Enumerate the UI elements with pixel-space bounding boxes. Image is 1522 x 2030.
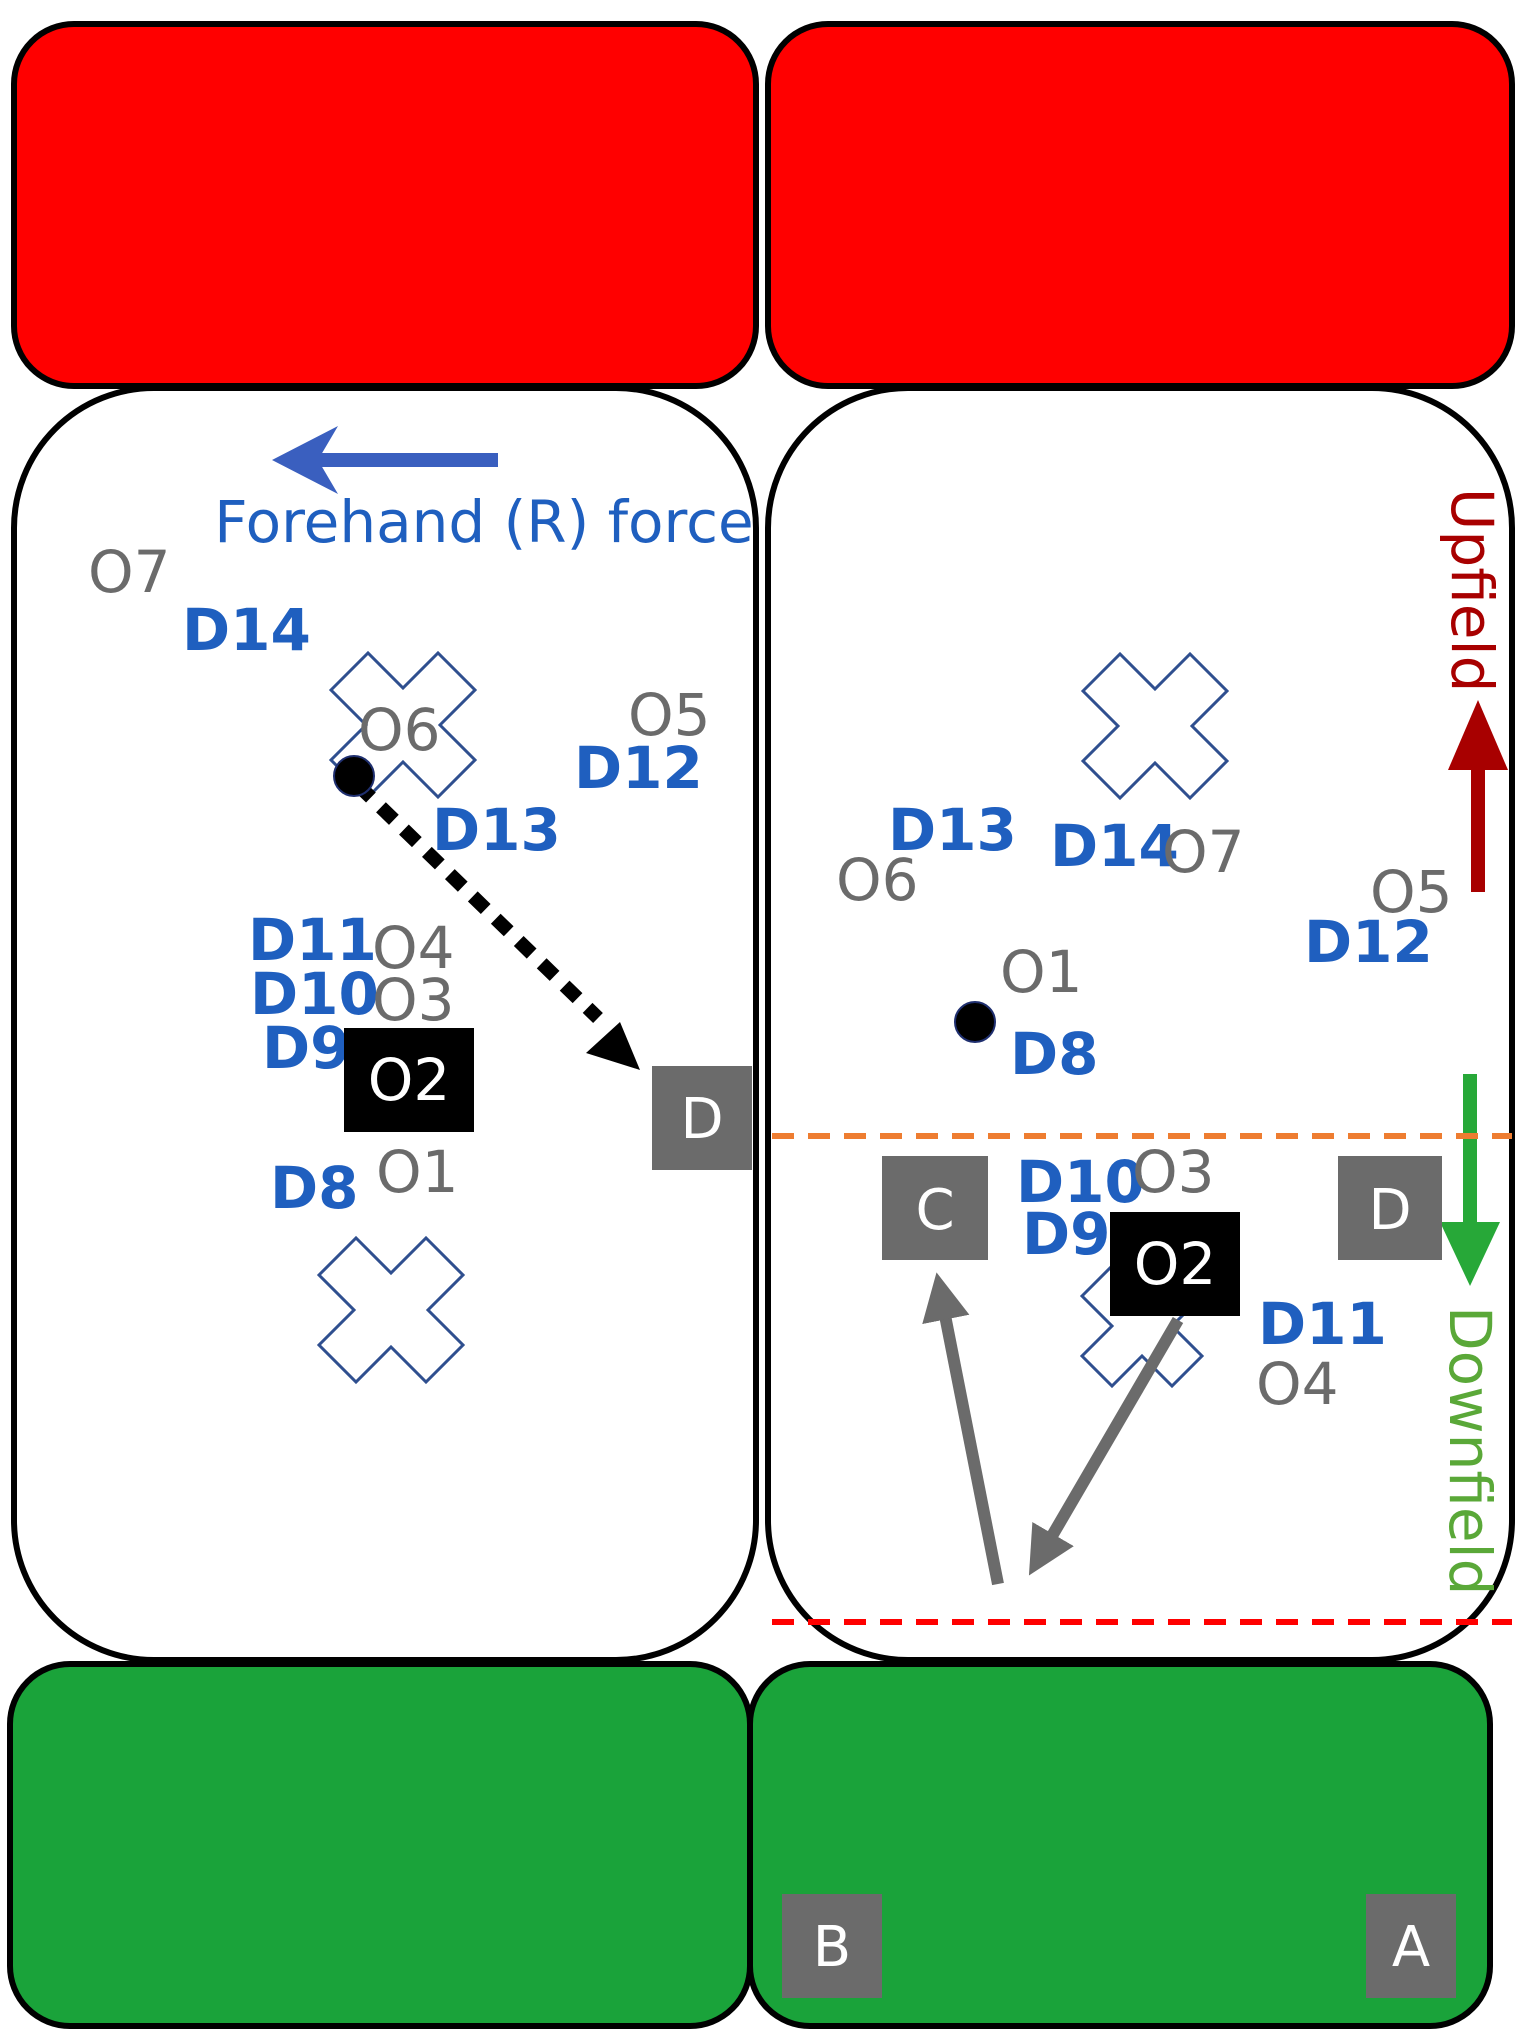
disc-icon: [333, 755, 375, 797]
player-d9: D9: [262, 1014, 351, 1082]
player-o2: O2: [368, 1046, 451, 1114]
right-field: [765, 385, 1515, 1663]
player-d11: D11: [248, 906, 377, 974]
player-d9: D9: [1022, 1200, 1111, 1268]
marker-d-box-right: [1338, 1156, 1442, 1260]
force-label: Forehand (R) force: [214, 488, 753, 556]
marker-a: A: [1392, 1915, 1430, 1980]
downfield-arrow: [1440, 1074, 1500, 1286]
left-force-arrow: [272, 426, 498, 494]
o2-box: [1110, 1212, 1240, 1316]
player-d13: D13: [432, 796, 561, 864]
player-o4: O4: [372, 914, 455, 982]
player-o1: O1: [1000, 938, 1083, 1006]
marker-c: C: [915, 1178, 954, 1243]
player-d11: D11: [1258, 1290, 1387, 1358]
player-o2: O2: [1134, 1230, 1217, 1298]
player-d8: D8: [1010, 1020, 1099, 1088]
cut-arrow-to-c: [922, 1272, 1004, 1586]
marker-d-right: D: [1368, 1178, 1411, 1243]
player-o6: O6: [358, 696, 441, 764]
player-o7: O7: [88, 538, 171, 606]
marker-b-box: [782, 1894, 882, 1998]
marker-c-box: [882, 1156, 988, 1260]
downfield-label: Downfield: [1436, 1306, 1504, 1596]
marker-d-left: D: [680, 1087, 723, 1152]
player-d8: D8: [270, 1154, 359, 1222]
player-d13: D13: [888, 796, 1017, 864]
upfield-label: Upfield: [1438, 488, 1506, 692]
player-o1: O1: [376, 1138, 459, 1206]
cut-arrow-to-field: [1028, 1316, 1184, 1576]
marker-d-box-left: [652, 1066, 752, 1170]
player-d10: D10: [250, 960, 379, 1028]
cone-x-icon: [316, 1235, 466, 1385]
player-o5: O5: [628, 681, 711, 749]
player-d14: D14: [182, 596, 311, 664]
player-o3: O3: [1132, 1138, 1215, 1206]
left-field: [11, 385, 759, 1663]
player-o4: O4: [1256, 1350, 1339, 1418]
left-throw-arrow: [353, 779, 640, 1070]
top-endzone-left: [11, 21, 759, 389]
player-d12: D12: [1304, 908, 1433, 976]
player-o3: O3: [372, 966, 455, 1034]
bottom-endzone-left: [7, 1661, 753, 2029]
player-o5: O5: [1370, 858, 1453, 926]
marker-a-box: [1366, 1894, 1456, 1998]
top-endzone-right: [765, 21, 1515, 389]
player-d14: D14: [1050, 812, 1179, 880]
player-d12: D12: [574, 734, 703, 802]
player-o6: O6: [836, 846, 919, 914]
marker-b: B: [813, 1915, 851, 1980]
player-o7: O7: [1162, 818, 1245, 886]
bottom-endzone-right: [747, 1661, 1493, 2029]
o2-box: [344, 1028, 474, 1132]
player-d10: D10: [1016, 1148, 1145, 1216]
upfield-arrow: [1448, 700, 1508, 892]
cone-x-icon: [1080, 651, 1230, 801]
disc-icon: [954, 1001, 996, 1043]
